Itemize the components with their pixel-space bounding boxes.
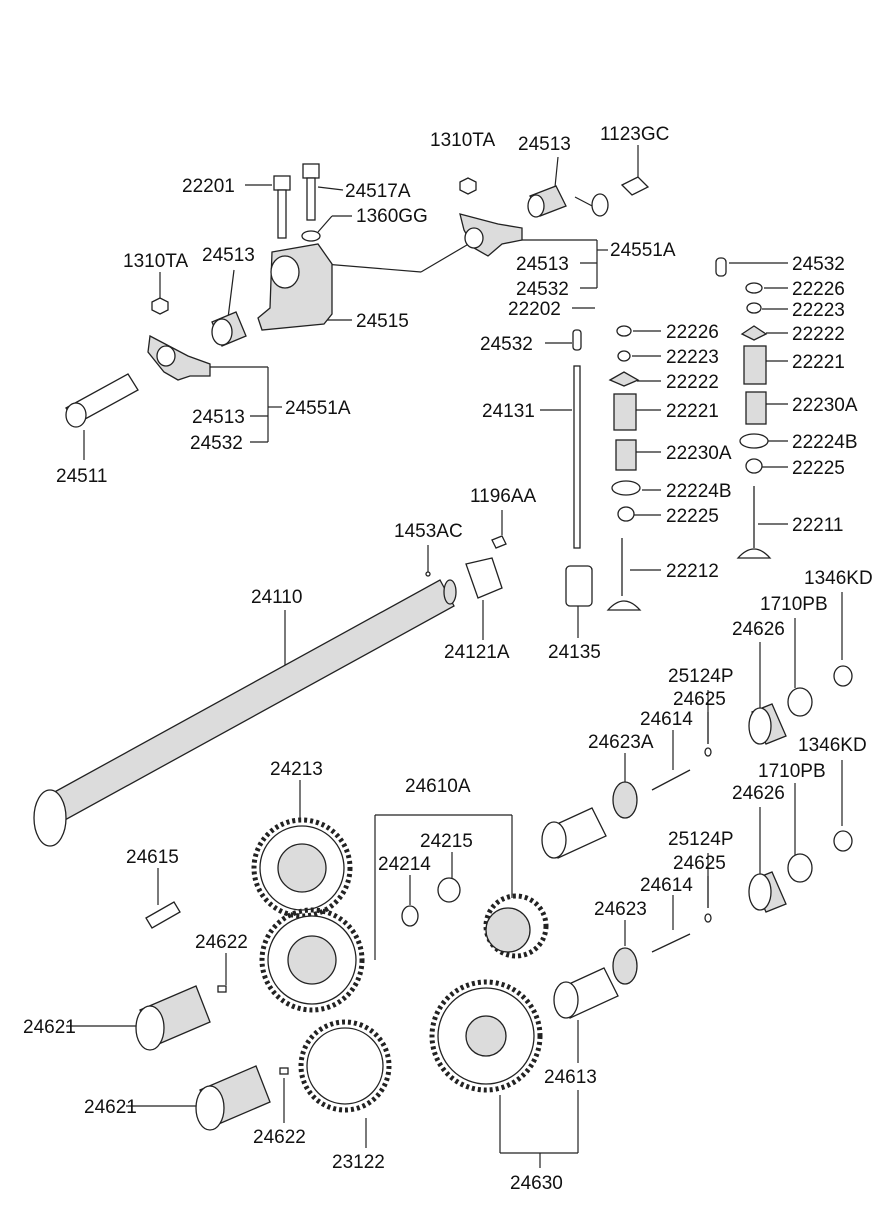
label-24511: 24511: [56, 466, 107, 487]
label-22221-right: 22221: [792, 352, 845, 373]
label-1453AC: 1453AC: [394, 521, 463, 542]
label-24513-mid: 24513: [516, 254, 569, 275]
label-24610A: 24610A: [405, 776, 471, 797]
label-1346KD-low: 1346KD: [798, 735, 867, 756]
label-25124P-low: 25124P: [668, 829, 734, 850]
label-1310TA-left: 1310TA: [123, 251, 188, 272]
label-24613: 24613: [544, 1067, 597, 1088]
label-24131: 24131: [482, 401, 535, 422]
label-24621-low: 24621: [84, 1097, 137, 1118]
label-22223-left: 22223: [666, 347, 719, 368]
label-24214: 24214: [378, 854, 431, 875]
label-24623A: 24623A: [588, 732, 654, 753]
label-22225-right: 22225: [792, 458, 845, 479]
label-24615: 24615: [126, 847, 179, 868]
label-22230A-right: 22230A: [792, 395, 858, 416]
label-24532-right: 24532: [792, 254, 845, 275]
label-22222-right: 22222: [792, 324, 845, 345]
label-24110: 24110: [251, 587, 302, 608]
label-24121A: 24121A: [444, 642, 510, 663]
label-24135: 24135: [548, 642, 601, 663]
label-23122: 23122: [332, 1152, 385, 1173]
label-22222-left: 22222: [666, 372, 719, 393]
label-24532-left: 24532: [480, 334, 533, 355]
label-24625-top: 24625: [673, 689, 726, 710]
label-22221-left: 22221: [666, 401, 719, 422]
label-1123GC: 1123GC: [600, 124, 669, 145]
label-22223-right: 22223: [792, 300, 845, 321]
label-22224B-right: 22224B: [792, 432, 858, 453]
part-labels: 1310TA 24513 1123GC 22201 24517A 1360GG …: [23, 124, 873, 1194]
label-24625-low: 24625: [673, 853, 726, 874]
label-24551A-top: 24551A: [610, 240, 676, 261]
part-shapes: [33, 163, 853, 1131]
label-24515: 24515: [356, 311, 409, 332]
label-24551A-low: 24551A: [285, 398, 351, 419]
label-24213: 24213: [270, 759, 323, 780]
label-22230A-left: 22230A: [666, 443, 732, 464]
label-24626-top: 24626: [732, 619, 785, 640]
label-22202: 22202: [508, 299, 561, 320]
label-1710PB-top: 1710PB: [760, 594, 828, 615]
label-24621-top: 24621: [23, 1017, 76, 1038]
label-22201: 22201: [182, 176, 235, 197]
label-24513-top: 24513: [518, 134, 571, 155]
label-24513-left: 24513: [202, 245, 255, 266]
label-24532-low: 24532: [190, 433, 243, 454]
label-22226-right: 22226: [792, 279, 845, 300]
label-24626-low: 24626: [732, 783, 785, 804]
label-22211: 22211: [792, 515, 843, 536]
label-22226-left: 22226: [666, 322, 719, 343]
label-25124P-top: 25124P: [668, 666, 734, 687]
label-22225-left: 22225: [666, 506, 719, 527]
label-22224B-left: 22224B: [666, 481, 732, 502]
label-1360GG: 1360GG: [356, 206, 428, 227]
label-24622-low: 24622: [253, 1127, 306, 1148]
label-24532-mid: 24532: [516, 279, 569, 300]
label-1310TA-top: 1310TA: [430, 130, 495, 151]
label-1346KD-top: 1346KD: [804, 568, 873, 589]
label-24215: 24215: [420, 831, 473, 852]
label-24630: 24630: [510, 1173, 563, 1194]
label-1710PB-low: 1710PB: [758, 761, 826, 782]
label-24622-top: 24622: [195, 932, 248, 953]
label-24614-low: 24614: [640, 875, 693, 896]
label-1196AA: 1196AA: [470, 486, 537, 507]
label-24614-top: 24614: [640, 709, 693, 730]
label-24623: 24623: [594, 899, 647, 920]
label-22212: 22212: [666, 561, 719, 582]
label-24517A: 24517A: [345, 181, 411, 202]
label-24513-low: 24513: [192, 407, 245, 428]
